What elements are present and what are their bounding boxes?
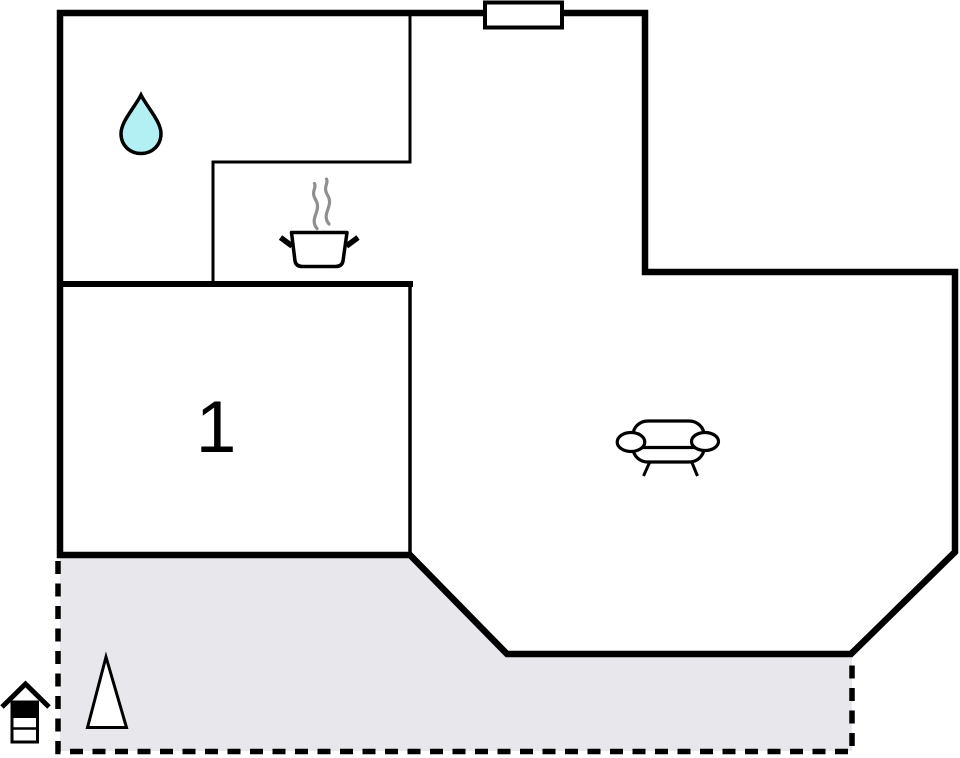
pot-body <box>289 230 349 269</box>
chimney-icon <box>483 0 564 30</box>
walls-group <box>56 9 959 658</box>
water-drop-icon <box>119 91 163 156</box>
steam-lines-icon <box>311 177 332 231</box>
cooking-pot-icon <box>278 230 360 269</box>
small-house-black-band <box>10 700 39 718</box>
house-outline-wall <box>56 9 959 658</box>
terrace-dashed-border <box>55 561 855 755</box>
sofa-leg-left <box>642 460 652 477</box>
pot-handle-left <box>278 235 294 249</box>
small-house-roof <box>0 680 51 709</box>
sofa-armrest-right <box>689 430 721 453</box>
tree-icon <box>85 651 129 729</box>
steam-line-right <box>323 177 332 226</box>
sofa-leg-right <box>690 460 699 477</box>
sofa-armrest-left <box>615 430 647 454</box>
bedroom-number-label: 1 <box>196 387 237 468</box>
terrace-area <box>60 555 852 751</box>
pot-handle-right <box>344 235 360 249</box>
steam-line-left <box>311 181 320 231</box>
small-house-icon <box>0 680 51 744</box>
sofa-icon <box>615 419 721 477</box>
